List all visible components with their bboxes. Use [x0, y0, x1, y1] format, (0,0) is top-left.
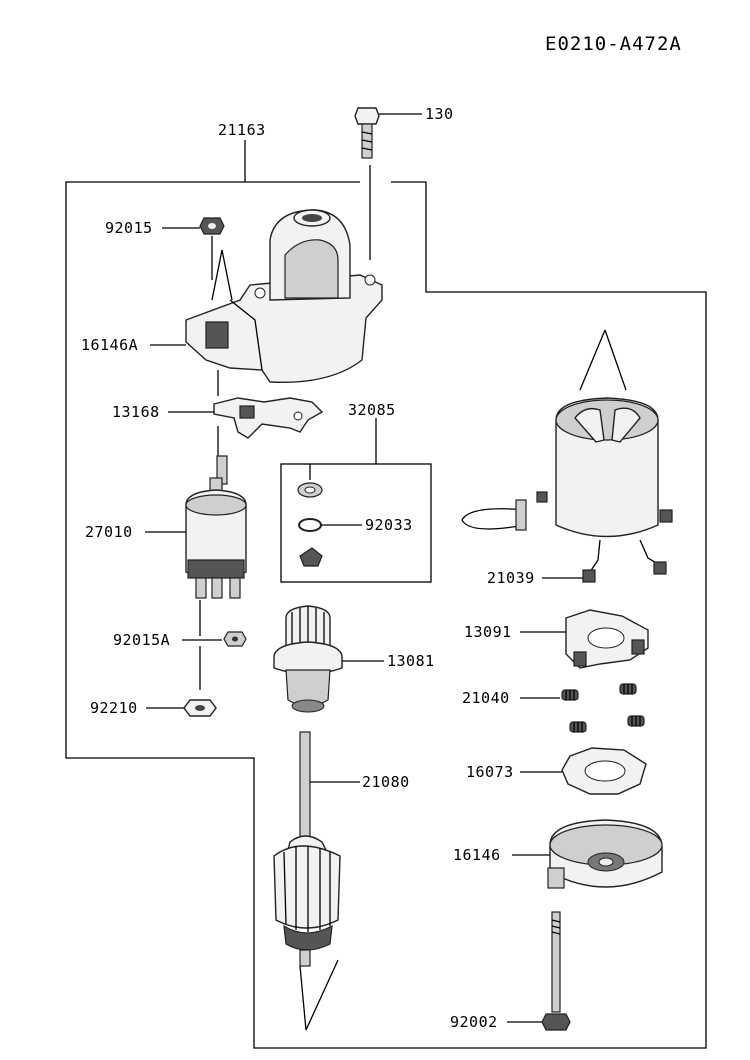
o-ring-92033[interactable]: [298, 518, 322, 532]
label-21080: 21080: [362, 773, 410, 791]
label-21040: 21040: [462, 689, 510, 707]
spring-21040-a[interactable]: [561, 689, 579, 701]
armature-angle-line-1: [305, 959, 339, 1031]
nut-angle-line-1: [211, 249, 223, 301]
label-130: 130: [425, 105, 454, 123]
armature-angle-line-2: [299, 965, 307, 1031]
label-21163: 21163: [218, 121, 266, 139]
brush-holder-13091[interactable]: [565, 609, 649, 669]
armature-21080[interactable]: [273, 731, 341, 967]
bolt-130[interactable]: [354, 107, 380, 159]
grommet[interactable]: [299, 547, 323, 567]
end-cover-16146[interactable]: [547, 819, 663, 889]
brush-plate-13168[interactable]: [213, 397, 324, 439]
label-13081: 13081: [387, 652, 435, 670]
reference-code: E0210-A472A: [545, 33, 682, 55]
label-13091: 13091: [464, 623, 512, 641]
label-21039: 21039: [487, 569, 535, 587]
nut-92015[interactable]: [199, 217, 225, 235]
label-16146: 16146: [453, 846, 501, 864]
plate-16073[interactable]: [561, 747, 647, 795]
through-bolt-92002[interactable]: [541, 911, 571, 1031]
yoke-angle-line-2: [604, 329, 627, 391]
label-16146A: 16146A: [81, 336, 138, 354]
yoke-21039[interactable]: [461, 397, 673, 583]
spring-21040-d[interactable]: [627, 715, 645, 727]
solenoid-27010[interactable]: [185, 455, 247, 599]
kit-32085-box: [280, 463, 432, 583]
nut-angle-line-2: [221, 249, 233, 301]
label-32085: 32085: [348, 401, 396, 419]
nut-92210[interactable]: [183, 699, 217, 717]
label-27010: 27010: [85, 523, 133, 541]
label-13168: 13168: [112, 403, 160, 421]
housing-16146A[interactable]: [185, 209, 383, 384]
label-92210: 92210: [90, 699, 138, 717]
label-16073: 16073: [466, 763, 514, 781]
spring-21040-c[interactable]: [569, 721, 587, 733]
nut-92015A[interactable]: [223, 631, 247, 647]
assembly-outline: [65, 181, 707, 1049]
label-92015A: 92015A: [113, 631, 170, 649]
pinion-13081[interactable]: [273, 605, 343, 713]
label-92033: 92033: [365, 516, 413, 534]
seal-ring[interactable]: [297, 482, 323, 498]
label-92002: 92002: [450, 1013, 498, 1031]
label-92015: 92015: [105, 219, 153, 237]
spring-21040-b[interactable]: [619, 683, 637, 695]
yoke-angle-line-1: [579, 329, 606, 391]
